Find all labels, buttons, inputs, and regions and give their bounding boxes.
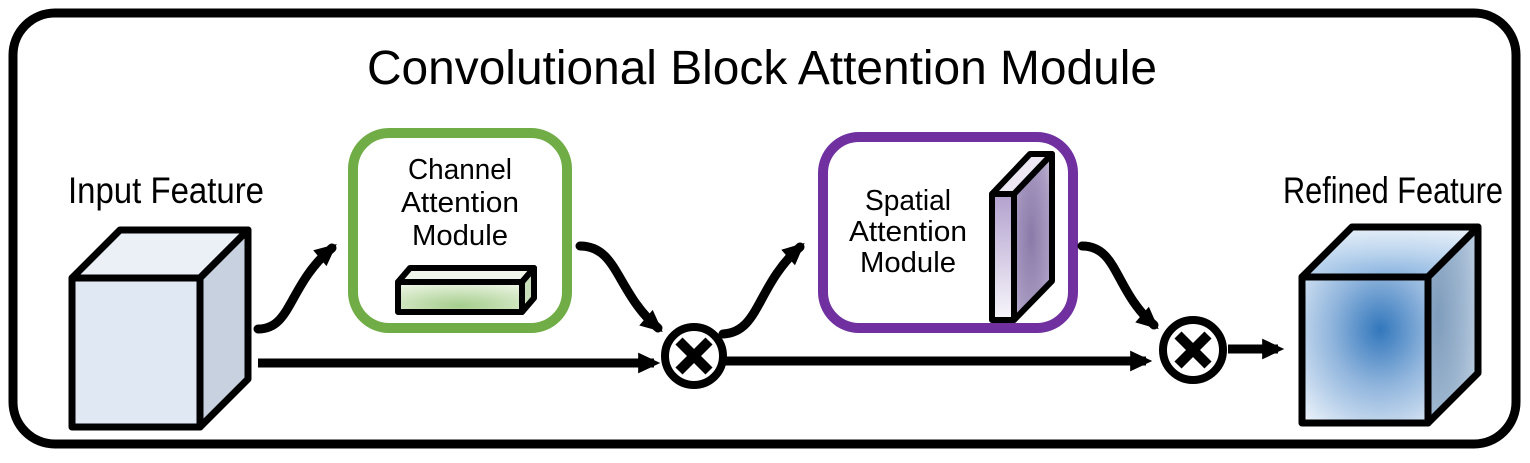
channel-module-label-line2: Attention [401,187,519,219]
spatial-module-label-line3: Module [860,247,956,279]
refined-feature-cube [1298,223,1482,427]
input-feature-label: Input Feature [68,170,264,211]
multiply1-x-icon [675,337,713,375]
spatial-module-label-line2: Attention [849,216,967,248]
multiply2-x-icon [1174,331,1212,369]
diagram-title: Convolutional Block Attention Module [367,42,1157,95]
arrow-multiply1-to-spatial-module [718,242,805,339]
channel-bar-front-face [395,279,525,315]
input-cube-front-face [68,274,204,431]
refined-cube-front-face [1298,273,1432,427]
multiply-node-2 [1159,316,1227,384]
input-feature-cube [68,226,252,431]
refined-feature-label: Refined Feature [1283,170,1503,211]
channel-module-label-line3: Module [412,220,508,252]
spatial-plate-front-face [989,191,1017,323]
arrow-input-to-channel-module [253,243,337,334]
spatial-module-label-line1: Spatial [865,185,951,217]
spatial-attention-plate-icon [989,151,1055,323]
module-frame [8,8,1521,449]
arrow-channel-to-multiply1 [575,241,663,333]
spatial-attention-module: Spatial Attention Module [818,132,1078,333]
multiply-node-1 [661,323,727,389]
channel-attention-bar-icon [395,265,537,315]
channel-module-label-line1: Channel [408,154,512,186]
arrow-spatial-to-multiply2 [1077,241,1159,330]
channel-attention-module: Channel Attention Module [348,128,572,333]
